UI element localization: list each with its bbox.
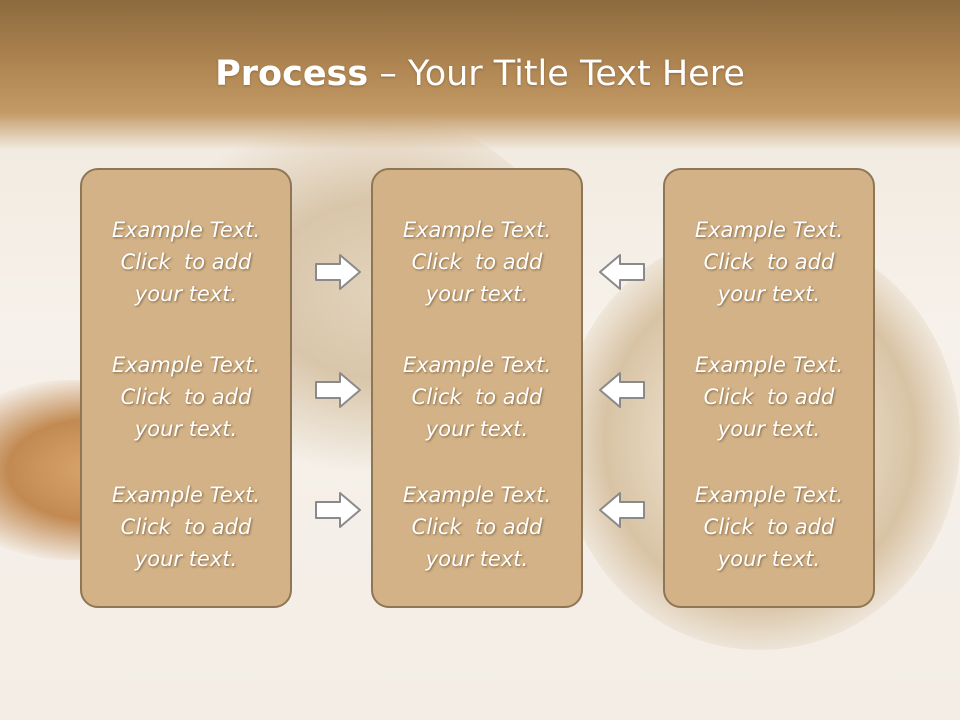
text-line: your text. <box>134 282 238 306</box>
text-line: Click to add <box>411 515 543 539</box>
slide-title[interactable]: Process – Your Title Text Here <box>0 54 960 94</box>
text-line: Example Text. <box>402 353 552 377</box>
title-bold: Process <box>215 54 369 94</box>
text-block[interactable]: Example Text. Click to add your text. <box>373 349 581 445</box>
text-line: your text. <box>134 417 238 441</box>
text-line: Click to add <box>120 385 252 409</box>
left-arrow-icon <box>599 492 645 528</box>
text-block[interactable]: Example Text. Click to add your text. <box>82 479 290 575</box>
text-line: Click to add <box>411 385 543 409</box>
text-line: Example Text. <box>402 483 552 507</box>
text-block[interactable]: Example Text. Click to add your text. <box>665 479 873 575</box>
text-line: Example Text. <box>111 483 261 507</box>
text-line: Click to add <box>411 250 543 274</box>
text-line: your text. <box>134 547 238 571</box>
text-line: your text. <box>425 547 529 571</box>
text-block[interactable]: Example Text. Click to add your text. <box>665 214 873 310</box>
text-line: Example Text. <box>402 218 552 242</box>
text-line: Click to add <box>703 515 835 539</box>
text-line: Example Text. <box>694 218 844 242</box>
right-arrow-icon <box>315 492 361 528</box>
text-line: your text. <box>425 282 529 306</box>
right-arrow-icon <box>315 254 361 290</box>
text-line: Example Text. <box>694 353 844 377</box>
text-line: Click to add <box>703 250 835 274</box>
text-line: your text. <box>425 417 529 441</box>
text-line: your text. <box>717 417 821 441</box>
text-line: Example Text. <box>111 353 261 377</box>
text-line: Click to add <box>120 250 252 274</box>
text-line: Example Text. <box>694 483 844 507</box>
left-arrow-icon <box>599 372 645 408</box>
right-arrow-icon <box>315 372 361 408</box>
center-text-panel[interactable]: Example Text. Click to add your text. Ex… <box>371 168 583 608</box>
title-banner <box>0 0 960 150</box>
text-block[interactable]: Example Text. Click to add your text. <box>82 349 290 445</box>
left-text-panel[interactable]: Example Text. Click to add your text. Ex… <box>80 168 292 608</box>
text-line: Click to add <box>703 385 835 409</box>
text-line: Click to add <box>120 515 252 539</box>
text-block[interactable]: Example Text. Click to add your text. <box>665 349 873 445</box>
text-line: your text. <box>717 282 821 306</box>
text-line: your text. <box>717 547 821 571</box>
right-text-panel[interactable]: Example Text. Click to add your text. Ex… <box>663 168 875 608</box>
text-block[interactable]: Example Text. Click to add your text. <box>82 214 290 310</box>
left-arrow-icon <box>599 254 645 290</box>
text-block[interactable]: Example Text. Click to add your text. <box>373 479 581 575</box>
text-block[interactable]: Example Text. Click to add your text. <box>373 214 581 310</box>
title-rest: – Your Title Text Here <box>368 54 745 94</box>
text-line: Example Text. <box>111 218 261 242</box>
